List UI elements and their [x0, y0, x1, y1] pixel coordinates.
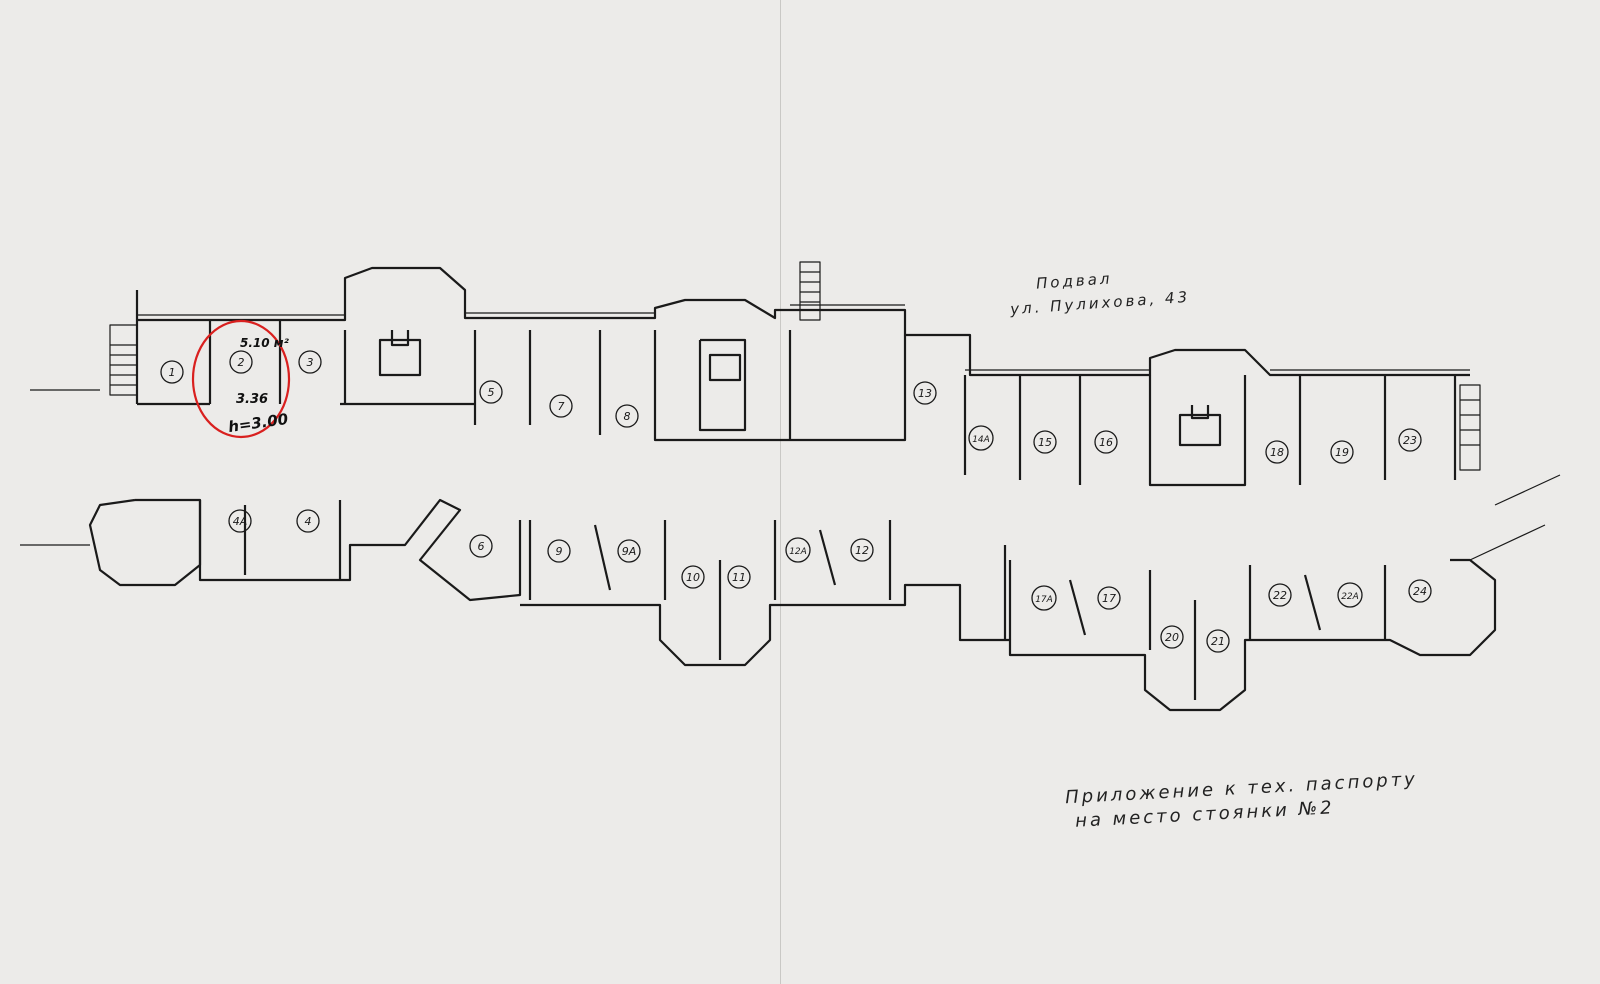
room-2-area-note: 5.10 м²: [240, 336, 289, 350]
room-circle-19: [1330, 440, 1354, 464]
room-label-19: 19: [1335, 446, 1349, 459]
stair-center: [799, 261, 821, 321]
room-circle-22А: [1337, 582, 1363, 608]
upper-corridor-wall: [137, 320, 1457, 487]
room-circle-17А: [1031, 585, 1057, 611]
room-label-8: 8: [624, 410, 631, 423]
room-circle-18: [1265, 440, 1289, 464]
room-circle-7: [549, 394, 573, 418]
room-label-15: 15: [1038, 436, 1052, 449]
room-circle-5: [479, 380, 503, 404]
room-circle-11: [727, 565, 751, 589]
room-circle-14А: [968, 425, 994, 451]
room-label-17: 17: [1102, 592, 1116, 605]
room-circle-9А: [617, 539, 641, 563]
room-circle-2: [229, 350, 253, 374]
room-label-11: 11: [732, 571, 746, 584]
room-label-12: 12: [855, 544, 869, 557]
lower-left-rotunda: [88, 498, 202, 587]
room-label-1: 1: [169, 366, 176, 379]
upper-outer-double-wall: [137, 304, 1470, 371]
room-label-21: 21: [1211, 635, 1225, 648]
highlight-ellipse-room-2: [191, 319, 291, 439]
room-circle-24: [1408, 579, 1432, 603]
room-circle-8: [615, 404, 639, 428]
shaft-2: [1178, 405, 1222, 447]
room-label-6: 6: [478, 540, 485, 553]
room-label-24: 24: [1413, 585, 1427, 598]
room-circle-17: [1097, 586, 1121, 610]
room-circle-1: [160, 360, 184, 384]
room-circle-23: [1398, 428, 1422, 452]
room-circle-13: [913, 381, 937, 405]
room-label-17А: 17А: [1035, 595, 1053, 605]
room-label-9А: 9А: [622, 545, 637, 558]
room-circle-6: [469, 534, 493, 558]
room-circle-10: [681, 565, 705, 589]
room-circle-22: [1268, 583, 1292, 607]
room-label-10: 10: [686, 571, 700, 584]
lower-inner-walls: [243, 500, 1387, 700]
room-label-13: 13: [918, 387, 932, 400]
shaft-3: [708, 353, 742, 382]
room-circle-21: [1206, 629, 1230, 653]
room-circle-4А: [228, 509, 252, 533]
room-label-23: 23: [1403, 434, 1417, 447]
room-label-9: 9: [556, 545, 563, 558]
upper-wing-outline: [135, 266, 1470, 404]
room-circle-9: [547, 539, 571, 563]
stair-left: [109, 324, 138, 396]
room-2-length: 3.36: [236, 392, 269, 407]
room-label-12А: 12А: [789, 547, 807, 557]
room-label-3: 3: [307, 356, 314, 369]
room-circle-20: [1160, 625, 1184, 649]
shaft-1: [378, 330, 422, 377]
room-label-18: 18: [1270, 446, 1284, 459]
room-label-2: 2: [238, 356, 245, 369]
room-label-7: 7: [558, 400, 565, 413]
room-circle-3: [298, 350, 322, 374]
room-label-22: 22: [1273, 589, 1287, 602]
room-circle-15: [1033, 430, 1057, 454]
lower-diagonal-doors: [593, 524, 1322, 636]
room-label-5: 5: [488, 386, 495, 399]
room-circle-16: [1094, 430, 1118, 454]
room-label-4А: 4А: [233, 515, 248, 528]
room-label-14А: 14А: [972, 435, 990, 445]
room-label-16: 16: [1099, 436, 1113, 449]
stair-right: [1459, 384, 1481, 471]
paper-fold-line: [780, 0, 781, 984]
utility-line-right: [1469, 474, 1561, 561]
room-circle-12А: [785, 537, 811, 563]
room-label-22А: 22А: [1341, 592, 1359, 602]
room-label-4: 4: [305, 515, 312, 528]
room-circle-12: [850, 538, 874, 562]
room-circle-4: [296, 509, 320, 533]
lower-wing-outline: [198, 498, 1497, 712]
room-label-20: 20: [1165, 631, 1179, 644]
